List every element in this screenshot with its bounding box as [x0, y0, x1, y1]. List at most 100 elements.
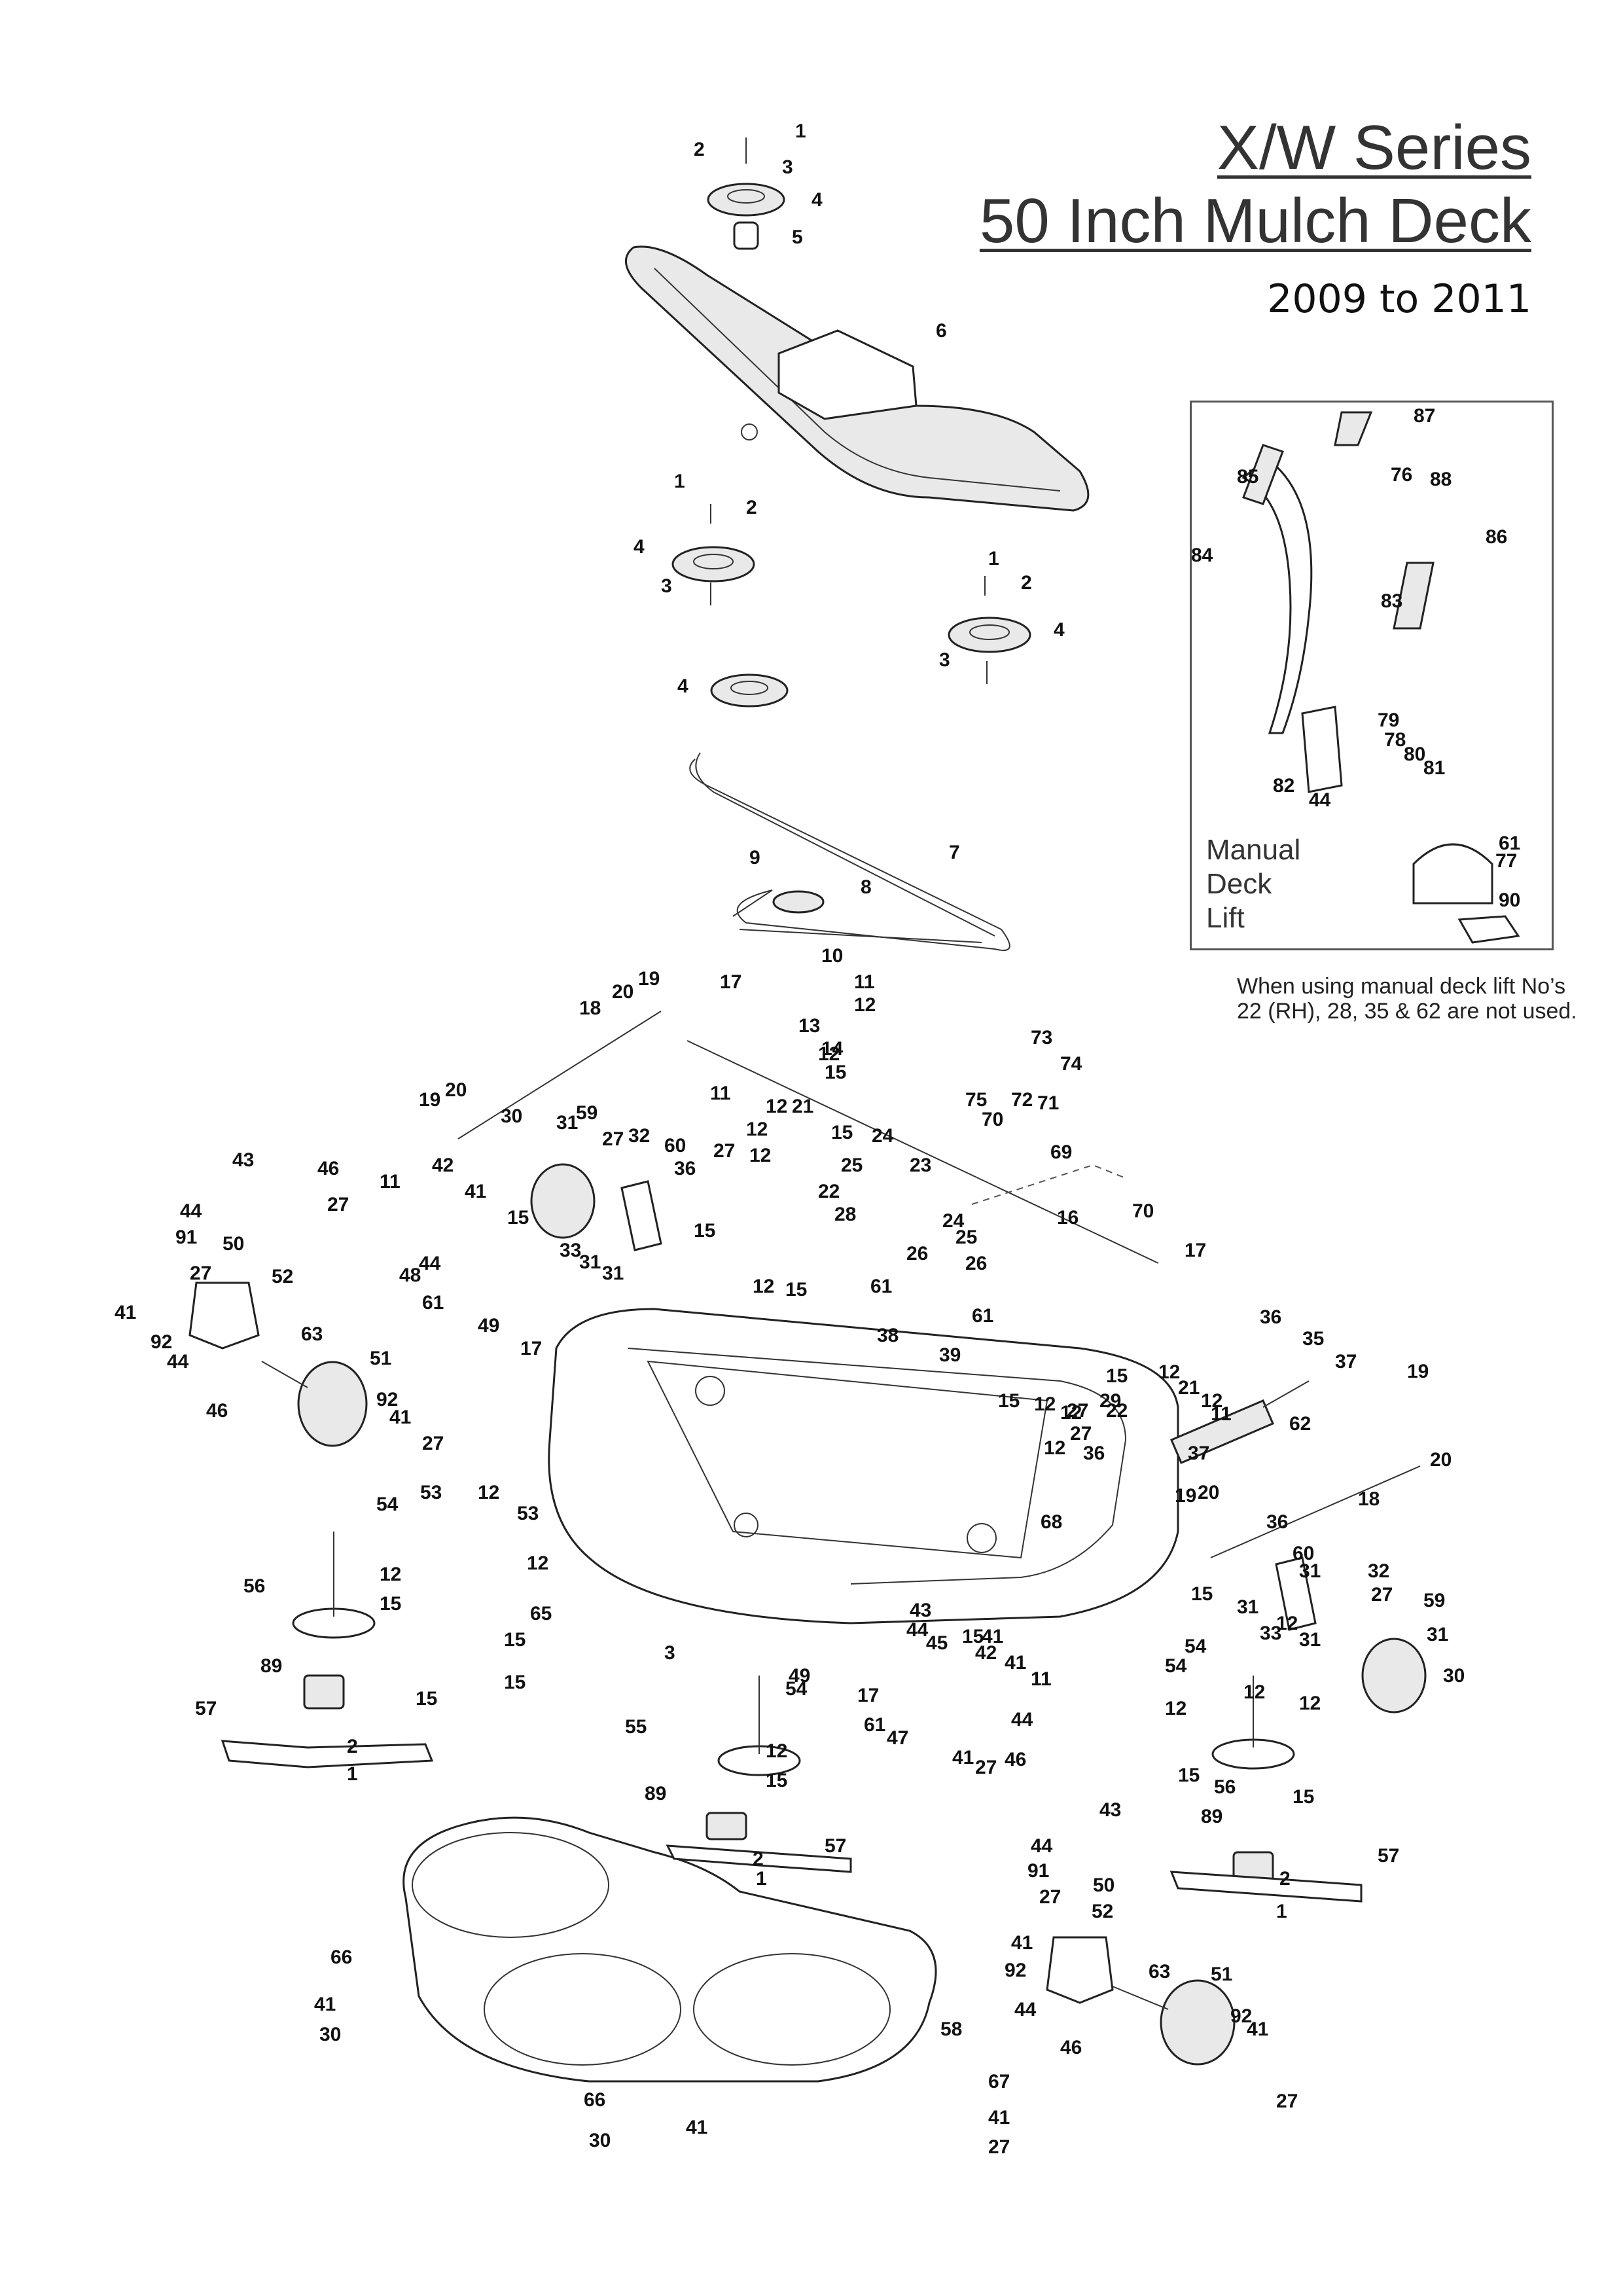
part-callout: 13 [798, 1015, 820, 1037]
part-callout: 30 [1443, 1665, 1465, 1687]
part-callout: 4 [812, 189, 823, 211]
part-callout: 27 [1276, 2090, 1298, 2112]
part-callout: 27 [327, 1194, 349, 1215]
part-callout: 3 [782, 156, 793, 178]
inset-part-callout: 85 [1237, 466, 1258, 488]
part-callout: 71 [1037, 1092, 1059, 1114]
part-callout: 41 [952, 1747, 974, 1768]
part-callout: 31 [556, 1112, 578, 1134]
part-callout: 61 [422, 1292, 444, 1314]
part-callout: 12 [746, 1119, 768, 1140]
part-callout: 15 [962, 1626, 984, 1647]
part-callout: 20 [445, 1079, 467, 1101]
part-callout: 41 [1247, 2018, 1268, 2040]
mower-blade [221, 1740, 1363, 1903]
part-callout: 58 [940, 2018, 962, 2040]
part-callout: 4 [1054, 619, 1065, 641]
part-callout: 2 [1021, 572, 1032, 594]
part-callout: 50 [1093, 1874, 1115, 1896]
part-callout: 19 [638, 968, 660, 990]
inset-part-callout: 61 [1499, 833, 1520, 854]
part-callout: 19 [1407, 1361, 1429, 1382]
part-callout: 41 [465, 1181, 486, 1202]
part-callout: 27 [422, 1433, 444, 1454]
part-callout: 44 [1011, 1709, 1033, 1731]
part-callout: 12 [1158, 1361, 1180, 1383]
part-callout: 53 [517, 1503, 539, 1524]
part-callout: 3 [664, 1642, 675, 1664]
part-callout: 11 [854, 971, 875, 993]
part-callout: 19 [419, 1089, 440, 1111]
pulley [671, 504, 755, 605]
part-callout: 30 [589, 2130, 611, 2151]
part-callout: 30 [319, 2024, 341, 2045]
part-callout: 11 [1031, 1668, 1052, 1690]
part-callout: 22 [818, 1181, 840, 1202]
drive-belt [689, 752, 1010, 951]
part-callout: 32 [628, 1125, 650, 1147]
part-callout: 55 [625, 1716, 647, 1738]
part-callout: 41 [982, 1626, 1003, 1647]
part-callout: 11 [380, 1171, 401, 1193]
inset-part-callout: 77 [1495, 850, 1517, 872]
part-callout: 17 [720, 971, 741, 993]
part-callout: 59 [1423, 1590, 1445, 1611]
part-callout: 37 [1335, 1351, 1357, 1372]
part-callout: 92 [376, 1389, 398, 1410]
part-callout: 31 [602, 1263, 624, 1284]
part-callout: 38 [877, 1325, 899, 1346]
part-callout: 15 [785, 1279, 807, 1300]
part-callout: 24 [942, 1210, 965, 1232]
part-callout: 27 [975, 1757, 997, 1778]
part-callout: 29 [1099, 1390, 1121, 1412]
part-callout: 2 [746, 497, 757, 518]
part-callout: 54 [785, 1678, 808, 1700]
part-callout: 21 [1178, 1377, 1200, 1399]
part-callout: 12 [380, 1564, 401, 1585]
part-callout: 54 [376, 1494, 399, 1515]
part-callout: 68 [1041, 1511, 1062, 1533]
part-callout: 36 [1266, 1511, 1288, 1533]
part-callout: 46 [1005, 1749, 1026, 1770]
part-callout: 19 [1175, 1485, 1196, 1507]
part-callout: 7 [949, 842, 960, 863]
part-callout: 12 [478, 1482, 499, 1503]
part-callout: 6 [936, 320, 947, 342]
part-callout: 12 [854, 994, 876, 1016]
part-callout: 23 [910, 1155, 931, 1176]
part-callout: 15 [1106, 1365, 1128, 1387]
part-callout: 10 [821, 945, 843, 967]
part-callout: 61 [864, 1714, 885, 1736]
spindle [292, 1532, 376, 1710]
part-callout: 3 [939, 649, 950, 671]
part-callout: 37 [1188, 1443, 1209, 1464]
part-callout: 30 [501, 1105, 522, 1127]
part-callout: 1 [1276, 1901, 1287, 1922]
part-callout: 39 [939, 1344, 961, 1366]
part-callout: 49 [789, 1665, 810, 1687]
part-callout: 60 [664, 1135, 686, 1157]
part-callout: 2 [753, 1848, 764, 1870]
part-callout: 20 [1198, 1482, 1219, 1503]
manual-lift-inset: Manual Deck Lift [1190, 401, 1554, 950]
part-callout: 15 [694, 1220, 715, 1242]
inset-part-callout: 79 [1378, 709, 1399, 731]
part-callout: 12 [753, 1276, 774, 1297]
part-callout: 15 [1293, 1786, 1314, 1808]
part-callout: 22 [1106, 1400, 1128, 1422]
part-callout: 44 [1031, 1835, 1053, 1857]
part-callout: 60 [1293, 1543, 1314, 1564]
part-callout: 44 [180, 1200, 202, 1222]
inset-part-callout: 76 [1391, 464, 1412, 486]
part-callout: 2 [1279, 1868, 1291, 1890]
part-callout: 91 [175, 1227, 197, 1248]
part-callout: 1 [988, 548, 999, 569]
part-callout: 61 [972, 1305, 993, 1327]
inset-part-callout: 84 [1191, 545, 1213, 566]
part-callout: 15 [998, 1390, 1020, 1412]
deck-title: 50 Inch Mulch Deck [979, 186, 1531, 256]
part-callout: 57 [825, 1835, 846, 1857]
part-callout: 41 [988, 2107, 1010, 2128]
part-callout: 44 [1014, 1999, 1037, 2020]
